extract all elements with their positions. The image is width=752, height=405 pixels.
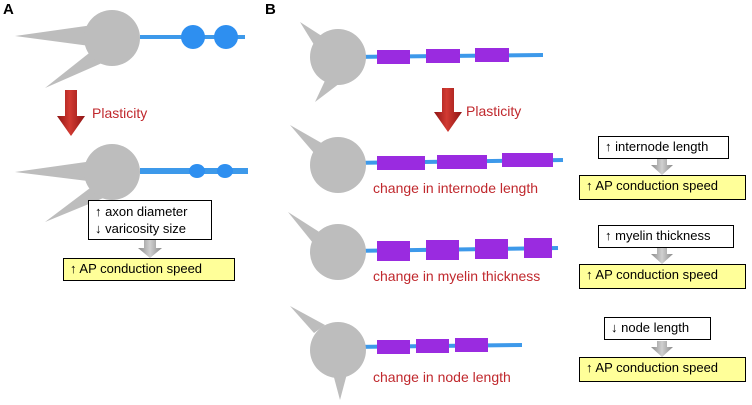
myelin-segment <box>377 241 410 261</box>
effect-box-myelin: ↑ myelin thickness <box>598 225 734 248</box>
myelin-segment <box>475 48 509 62</box>
neuron-b-internode <box>290 125 564 193</box>
myelin-segment <box>377 340 410 354</box>
neuron-b-node <box>290 306 523 400</box>
gray-arrow-b2 <box>651 248 673 264</box>
change-label-internode: change in internode length <box>373 180 539 196</box>
myelin-segment <box>377 50 410 64</box>
soma <box>310 224 366 280</box>
myelin-segment <box>426 240 459 260</box>
gray-arrow-b3 <box>651 341 673 357</box>
dendrite-shape <box>290 125 325 153</box>
myelin-segment <box>426 49 460 63</box>
axon-diameter-text: ↑ axon diameter <box>95 204 188 219</box>
conduction-speed-box-b2: ↑ AP conduction speed <box>579 264 746 289</box>
neuron-b-myelin <box>288 212 559 280</box>
conduction-speed-box-b3: ↑ AP conduction speed <box>579 357 746 382</box>
gray-arrow-a <box>138 238 162 258</box>
neuron-a-before <box>15 10 245 88</box>
myelin-segment <box>455 338 488 352</box>
varicosity <box>181 25 205 49</box>
axon-change-box: ↑ axon diameter ↓ varicosity size <box>88 200 212 240</box>
conduction-speed-box-a: ↑ AP conduction speed <box>63 258 235 281</box>
varicosity <box>217 164 233 178</box>
dendrite-shape <box>15 160 104 183</box>
dendrite-shape <box>290 306 325 333</box>
myelin-segment <box>377 156 425 170</box>
effect-box-internode: ↑ internode length <box>598 136 729 159</box>
plasticity-arrow-b <box>434 88 462 132</box>
neuron-b-before <box>300 22 544 102</box>
soma <box>84 144 140 200</box>
gray-arrow-b1 <box>651 159 673 175</box>
varicosity <box>214 25 238 49</box>
soma <box>310 137 366 193</box>
soma <box>310 322 366 378</box>
plasticity-label-b: Plasticity <box>466 103 522 119</box>
panel-label-b: B <box>265 1 276 18</box>
varicosity-size-text: ↓ varicosity size <box>95 221 187 236</box>
change-label-node: change in node length <box>373 369 511 385</box>
myelin-segment <box>437 155 487 169</box>
myelin-segment <box>502 153 553 167</box>
panel-label-a: A <box>3 1 14 18</box>
plasticity-label-a: Plasticity <box>92 105 148 121</box>
change-label-myelin: change in myelin thickness <box>373 268 541 284</box>
soma <box>84 10 140 66</box>
neuron-a-after <box>15 144 248 222</box>
dendrite-shape <box>15 24 105 48</box>
soma <box>310 29 366 85</box>
dendrite-shape <box>288 212 324 243</box>
effect-box-node: ↓ node length <box>604 317 711 340</box>
myelin-segment <box>475 239 508 259</box>
varicosity <box>189 164 205 178</box>
myelin-segment <box>524 238 552 258</box>
myelin-segment <box>416 339 449 353</box>
plasticity-arrow-a <box>57 90 85 136</box>
conduction-speed-box-b1: ↑ AP conduction speed <box>579 175 746 200</box>
